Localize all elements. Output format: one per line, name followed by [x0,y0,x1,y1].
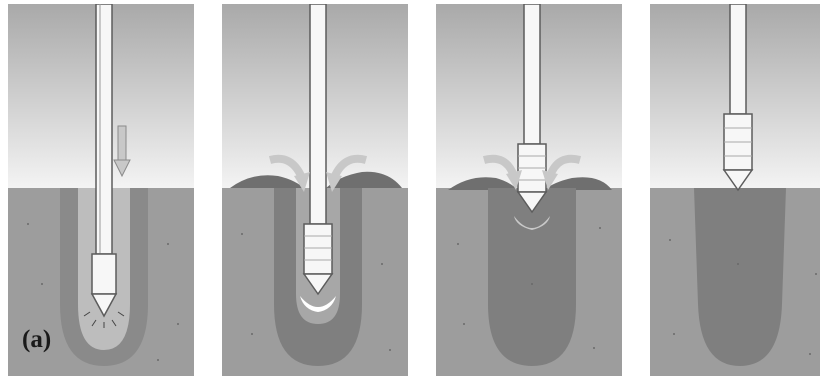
panel-3-drawing [436,4,622,376]
panel-step-3 [436,4,622,376]
panel-step-2 [222,4,408,376]
panel-1-drawing [8,4,194,376]
stone-column [694,188,786,366]
figure-label: (a) [22,326,51,354]
panel-step-4 [650,4,820,376]
panel-2-drawing [222,4,408,376]
panel-step-1: (a) [8,4,194,376]
compacted-column [488,188,576,366]
panel-4-drawing [650,4,820,376]
vibroprobe [92,4,116,316]
